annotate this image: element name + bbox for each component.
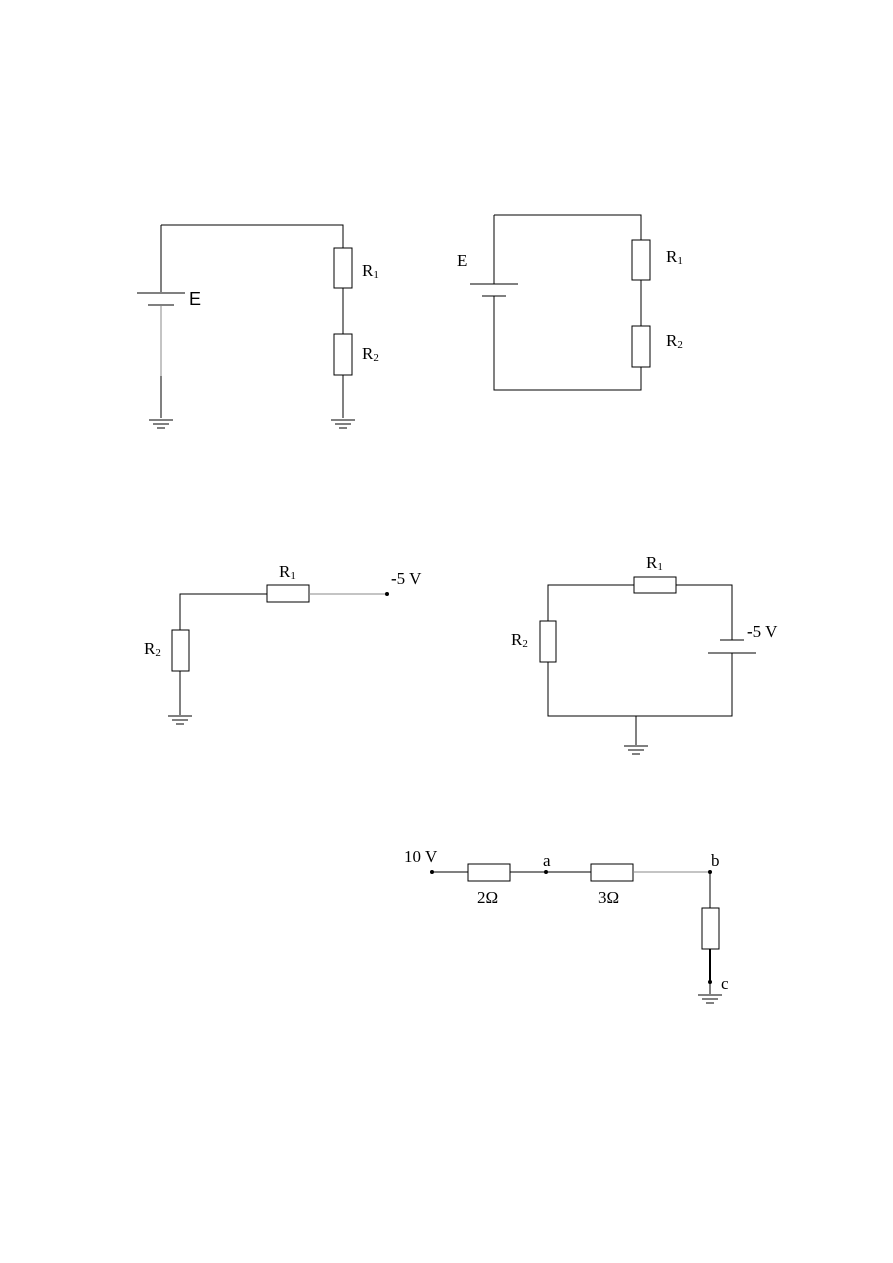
voltage-label: -5 V [747,622,778,641]
circuit-4: R1 R2 -5 V [511,553,778,755]
r1-label: R1 [279,562,296,582]
r2-label: R2 [144,639,161,659]
wire-top-left [547,584,634,621]
ground-symbol [698,994,722,1004]
resistor-r1 [631,239,651,281]
terminal-dot [385,592,389,596]
node-a-label: a [543,851,551,870]
resistor-r1 [333,247,353,289]
r2-label: R2 [511,630,528,650]
resistor-r2 [171,629,190,672]
source-label: E [189,289,201,309]
wire-top-right [676,584,733,640]
resistor-r1 [633,576,677,594]
ground-symbol [331,419,355,429]
source-label: E [457,251,467,270]
node-b-label: b [711,851,720,870]
r1-label: R1 [666,247,683,267]
voltage-label: -5 V [391,569,422,588]
resistor-r2 [539,620,557,663]
wire-top [494,214,642,240]
ground-symbol [624,745,648,755]
wire-top [161,224,344,248]
r2-label: R2 [362,344,379,364]
ground-symbol [149,419,173,429]
wire-corner [179,593,267,630]
resistor-3ohm [590,863,634,882]
r2-label: R2 [666,331,683,351]
wire-bottom [493,296,642,391]
resistor-2ohm [467,863,511,882]
r1-label: R1 [362,261,379,281]
resistor-r1 [266,584,310,603]
node-c-label: c [721,974,729,993]
r1-label: R1 [646,553,663,573]
resistor-bc [701,907,720,950]
ground-symbol [168,715,192,725]
res2-label: 3Ω [598,888,619,907]
resistor-r2 [333,333,353,376]
res1-label: 2Ω [477,888,498,907]
circuit-1: E R1 R2 [137,224,379,429]
resistor-r2 [631,325,651,368]
circuit-5: 10 V a b c 2Ω 3Ω [404,847,729,1004]
input-voltage-label: 10 V [404,847,438,866]
wire-bottom [547,653,733,717]
node-a-dot [544,870,548,874]
circuit-3: R1 R2 -5 V [144,562,422,725]
circuit-2: E R1 R2 [457,214,683,391]
